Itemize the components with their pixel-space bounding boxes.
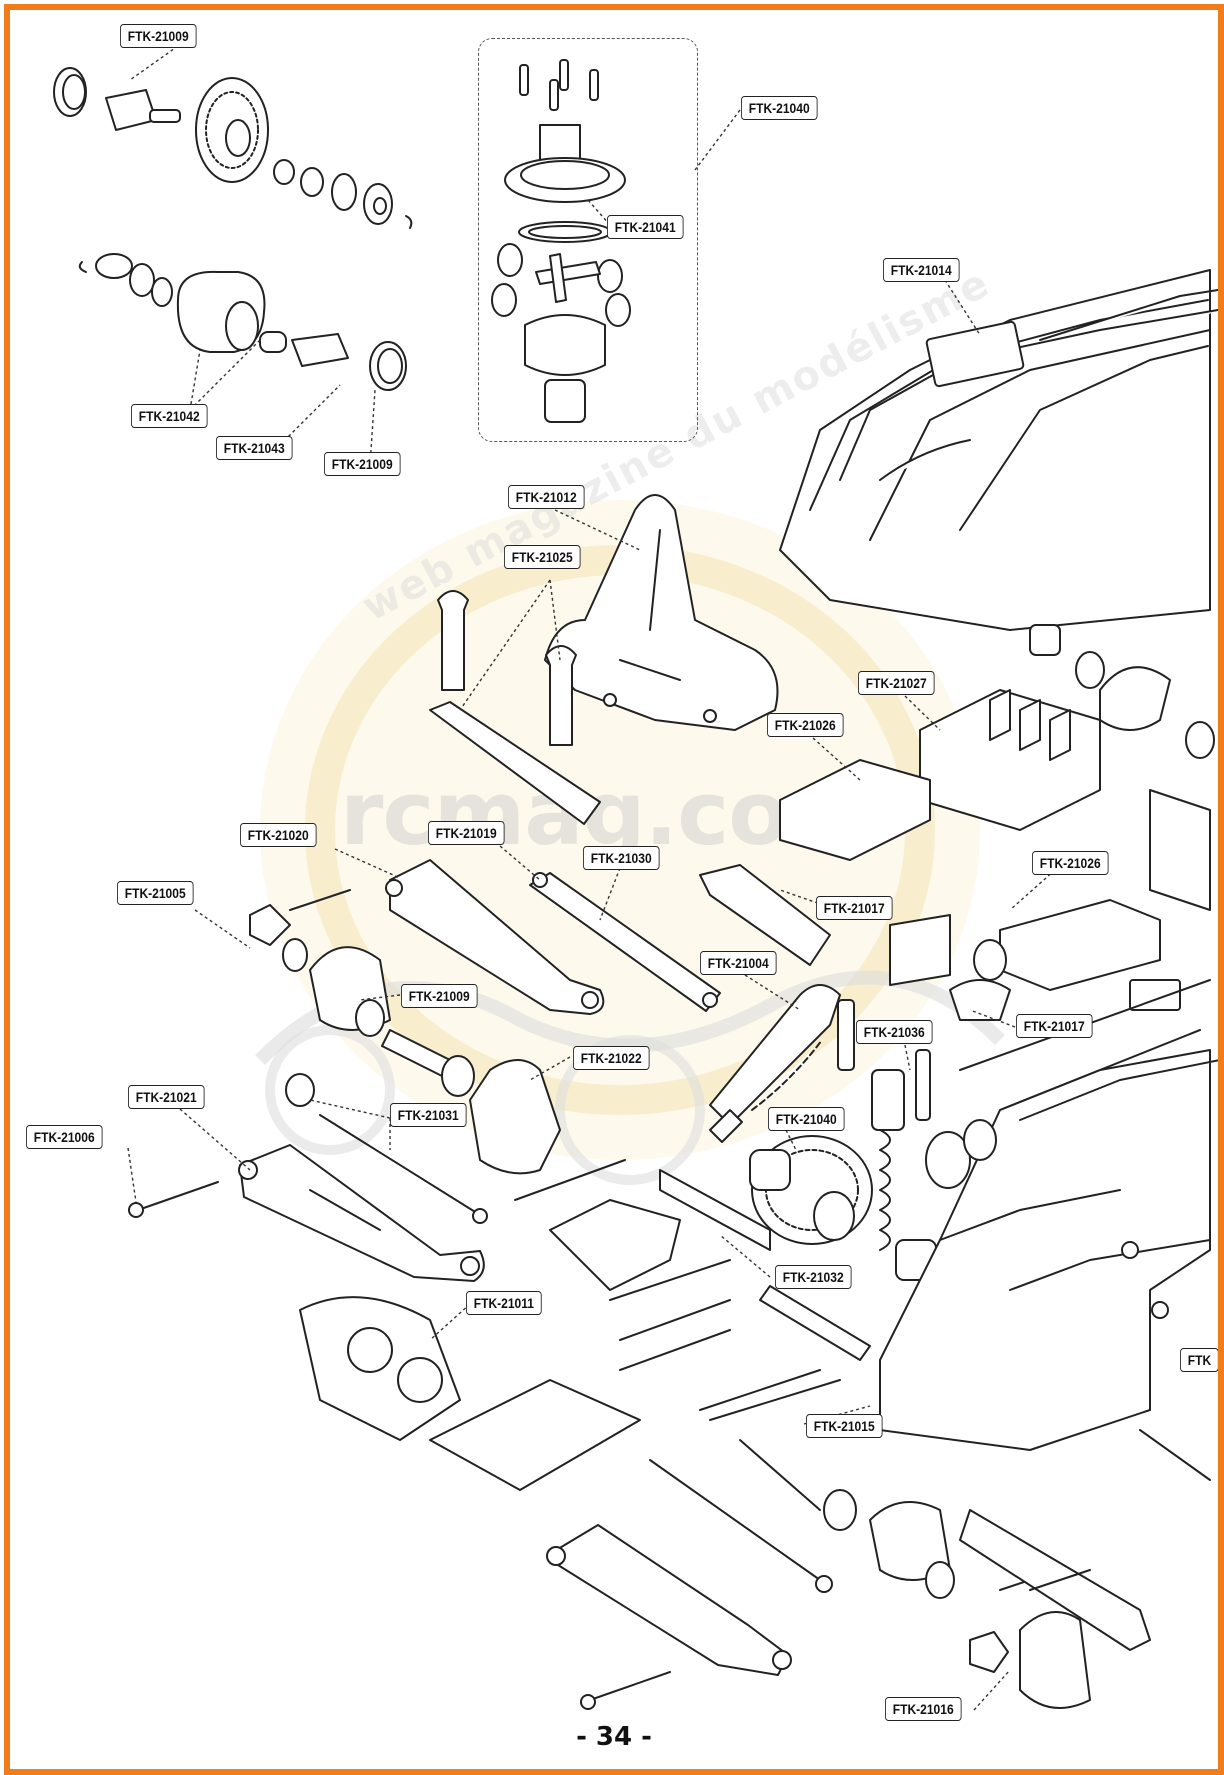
lower-arm-bottom bbox=[546, 1524, 792, 1676]
upper-arm bbox=[289, 859, 605, 1015]
callout-ftk-21026-b: FTK-21026 bbox=[1032, 851, 1109, 875]
camber-link bbox=[529, 872, 721, 1012]
callout-ftk-edge: FTK bbox=[1180, 1348, 1218, 1372]
callout-ftk-21006: FTK-21006 bbox=[26, 1125, 103, 1149]
electronics-box bbox=[779, 689, 1101, 861]
long-screw bbox=[128, 1181, 219, 1218]
callout-ftk-21012: FTK-21012 bbox=[508, 485, 585, 509]
callout-ftk-21040-low: FTK-21040 bbox=[768, 1107, 845, 1131]
exploded-parts-diagram bbox=[53, 45, 1218, 1711]
callout-ftk-21036: FTK-21036 bbox=[856, 1020, 933, 1044]
center-diff-outline bbox=[478, 38, 698, 442]
center-diff-group bbox=[491, 59, 631, 423]
shock-tower bbox=[544, 494, 779, 731]
callout-ftk-21019: FTK-21019 bbox=[428, 821, 505, 845]
callout-ftk-21009-top: FTK-21009 bbox=[120, 24, 197, 48]
callout-ftk-21004: FTK-21004 bbox=[700, 951, 777, 975]
front-hub bbox=[249, 904, 475, 1097]
callout-ftk-21026-a: FTK-21026 bbox=[767, 713, 844, 737]
callout-ftk-21032: FTK-21032 bbox=[775, 1265, 852, 1289]
turnbuckles bbox=[619, 1285, 871, 1421]
right-hub-parts bbox=[999, 624, 1215, 1011]
callout-ftk-21022: FTK-21022 bbox=[573, 1046, 650, 1070]
top-gear-group bbox=[53, 67, 413, 229]
body-shell bbox=[779, 269, 1218, 631]
front-bumper bbox=[299, 1296, 641, 1491]
rear-hub-bottom bbox=[580, 1429, 1211, 1710]
callout-ftk-21009-low: FTK-21009 bbox=[401, 984, 478, 1008]
page-number: - 34 - bbox=[576, 1722, 652, 1752]
callout-ftk-21015: FTK-21015 bbox=[806, 1414, 883, 1438]
callout-ftk-21025: FTK-21025 bbox=[504, 545, 581, 569]
callout-ftk-21041: FTK-21041 bbox=[607, 215, 684, 239]
callout-ftk-21011: FTK-21011 bbox=[466, 1291, 542, 1315]
callout-ftk-21017-a: FTK-21017 bbox=[816, 896, 893, 920]
misc-screws bbox=[514, 1029, 1201, 1591]
callout-ftk-21031: FTK-21031 bbox=[390, 1103, 467, 1127]
callout-ftk-21005: FTK-21005 bbox=[117, 881, 194, 905]
knuckle bbox=[469, 1059, 561, 1175]
front-shock bbox=[709, 984, 841, 1143]
driveshaft bbox=[285, 1073, 488, 1224]
lower-arm-left bbox=[238, 1144, 485, 1282]
callout-ftk-21017-b: FTK-21017 bbox=[1016, 1014, 1093, 1038]
page-frame: web magazine du modélisme rcmag.com bbox=[4, 4, 1224, 1775]
leader-lines bbox=[127, 45, 1056, 1711]
callout-ftk-21016: FTK-21016 bbox=[885, 1697, 962, 1721]
left-diff-group bbox=[78, 253, 407, 391]
rear-diff bbox=[749, 1135, 873, 1245]
callout-ftk-21042: FTK-21042 bbox=[131, 404, 208, 428]
callout-ftk-21043: FTK-21043 bbox=[216, 436, 293, 460]
chassis bbox=[879, 979, 1218, 1451]
callout-ftk-21009-mid: FTK-21009 bbox=[324, 452, 401, 476]
callout-ftk-21040-top: FTK-21040 bbox=[741, 96, 818, 120]
callout-ftk-21027: FTK-21027 bbox=[858, 671, 935, 695]
callout-ftk-21030: FTK-21030 bbox=[583, 846, 660, 870]
body-posts bbox=[429, 590, 601, 825]
callout-ftk-21014: FTK-21014 bbox=[883, 258, 960, 282]
center-brace bbox=[549, 1169, 771, 1291]
callout-ftk-21021: FTK-21021 bbox=[128, 1085, 205, 1109]
steering-parts bbox=[699, 864, 1011, 1021]
callout-ftk-21020: FTK-21020 bbox=[240, 823, 317, 847]
